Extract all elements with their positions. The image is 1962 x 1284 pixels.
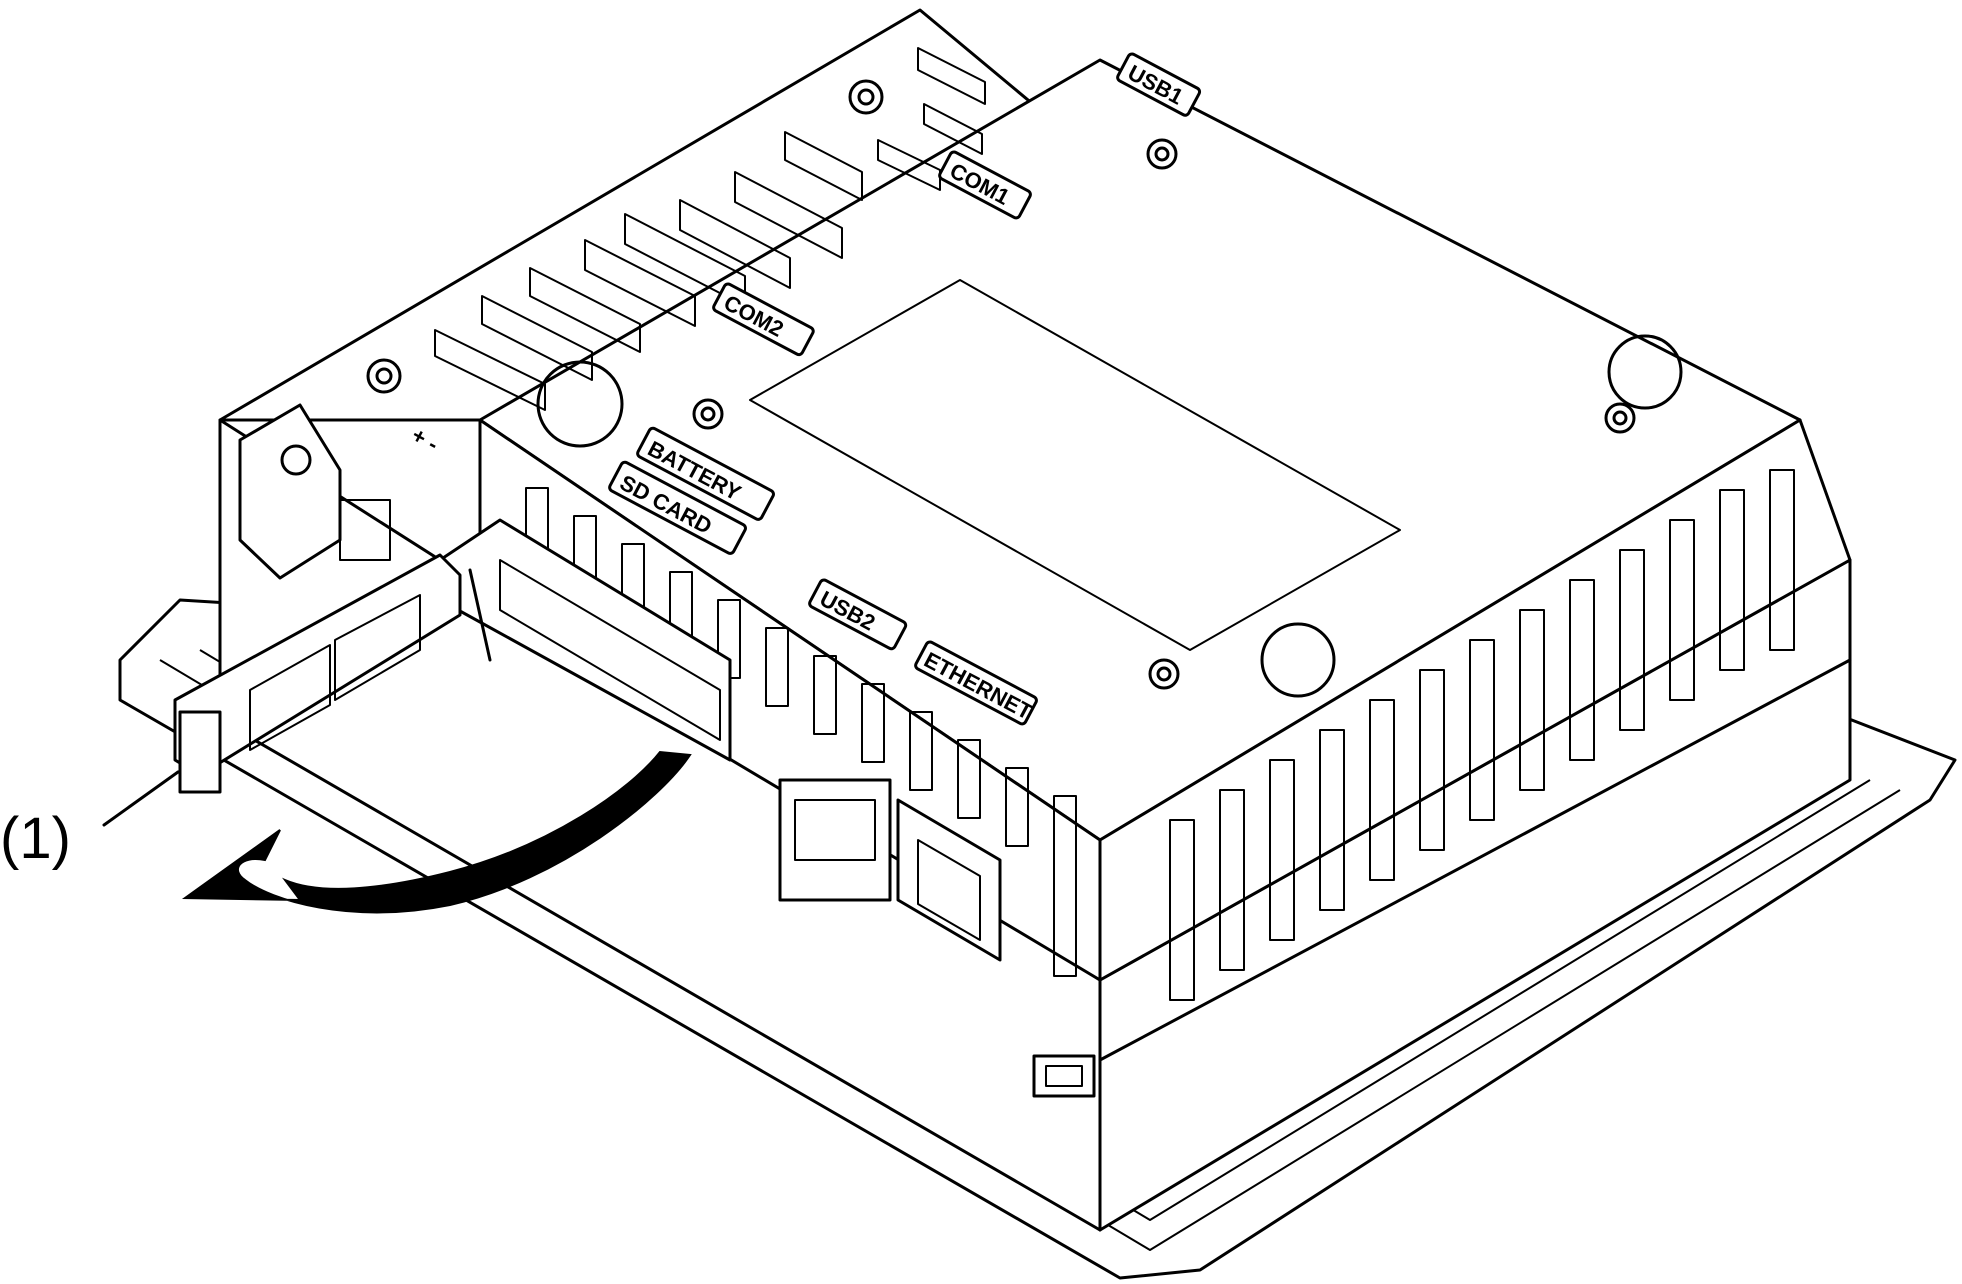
screw-icon bbox=[700, 406, 716, 422]
side-ports bbox=[778, 778, 1002, 962]
rotation-arrow-icon bbox=[181, 750, 692, 914]
screw-icon bbox=[366, 358, 402, 394]
callout-1: (1) bbox=[0, 770, 180, 871]
screw-icon bbox=[1612, 410, 1628, 426]
label-usb2: USB2 bbox=[808, 578, 908, 651]
screw-icon bbox=[375, 367, 393, 385]
ethernet-port bbox=[896, 798, 1002, 962]
housing-upper bbox=[218, 8, 1852, 982]
side-clip bbox=[1032, 1054, 1096, 1098]
screw-icon bbox=[1148, 658, 1180, 690]
port-label-tags: USB1 COM1 COM2 BATTERY SD CARD USB2 ETHE… bbox=[608, 52, 1202, 726]
callout-label: (1) bbox=[0, 806, 71, 871]
mounting-hole bbox=[1260, 622, 1336, 698]
callout-leader-line bbox=[102, 770, 180, 827]
battery-cover-icon bbox=[536, 360, 624, 448]
vent-slots-left bbox=[525, 487, 1077, 977]
usb2-port bbox=[778, 778, 892, 902]
screw-icon bbox=[1604, 402, 1636, 434]
screw-icon bbox=[848, 79, 884, 115]
screw-icon bbox=[857, 88, 875, 106]
label-battery: BATTERY bbox=[636, 426, 775, 521]
sd-card-cover bbox=[173, 553, 492, 794]
top-panel-features bbox=[366, 79, 1683, 698]
screw-icon bbox=[1154, 146, 1170, 162]
vent-slots-right bbox=[1169, 469, 1795, 1001]
screw-icon bbox=[1156, 666, 1172, 682]
screw-icon bbox=[1146, 138, 1178, 170]
screw-icon bbox=[692, 398, 724, 430]
power-terminal-label: + - bbox=[408, 422, 443, 456]
mounting-hole bbox=[1607, 334, 1683, 410]
